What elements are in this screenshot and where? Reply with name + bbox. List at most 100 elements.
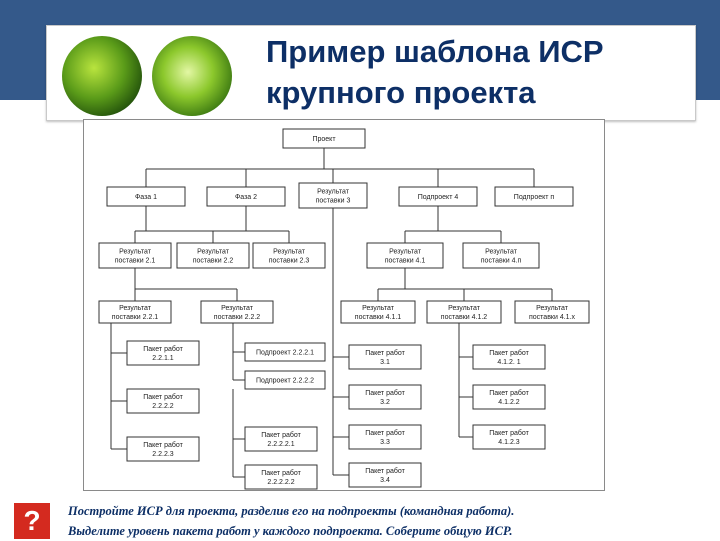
wbs-node-r411: Результат поставки 4.1.1 <box>340 300 416 324</box>
wbs-node-w22221: Пакет работ 2.2.2.2.1 <box>244 426 318 452</box>
wbs-node-label: Результат <box>221 305 254 312</box>
wbs-node-box <box>340 300 416 324</box>
wbs-node-label: Пакет работ <box>365 429 405 437</box>
wbs-node-f2: Фаза 2 <box>206 186 286 207</box>
wbs-node-label: поставки 2.2 <box>193 258 234 265</box>
wbs-node-box <box>244 370 326 390</box>
wbs-node-label: Подпроект 2.2.2.2 <box>256 378 314 385</box>
wbs-node-box <box>98 300 172 324</box>
wbs-node-label: Подпроект п <box>514 194 555 201</box>
wbs-node-r22: Результат поставки 2.2 <box>176 242 250 269</box>
wbs-node-box <box>426 300 502 324</box>
wbs-node-box <box>244 342 326 362</box>
wbs-node-label: 2.2.2.2.2 <box>267 479 294 486</box>
wbs-node-label: Подпроект 2.2.2.1 <box>256 350 314 357</box>
wbs-node-label: Результат <box>362 305 395 312</box>
wbs-node-box <box>348 424 422 450</box>
wbs-node-box <box>298 182 368 209</box>
slide-title-line-2: крупного проекта <box>266 75 536 110</box>
slide-title: Пример шаблона ИСР крупного проекта <box>266 31 604 113</box>
wbs-node-r222: Результат поставки 2.2.2 <box>200 300 274 324</box>
wbs-node-label: 2.2.2.2.1 <box>267 441 294 448</box>
wbs-node-s2222: Подпроект 2.2.2.2 <box>244 370 326 390</box>
wbs-node-label: Пакет работ <box>261 469 301 477</box>
wbs-node-w33: Пакет работ 3.3 <box>348 424 422 450</box>
wbs-node-label: Результат <box>119 305 152 312</box>
wbs-node-label: Пакет работ <box>261 431 301 439</box>
wbs-node-p4: Подпроект 4 <box>398 186 478 207</box>
wbs-node-label: Результат <box>197 249 230 256</box>
wbs-node-label: 4.1.2. 1 <box>497 359 520 366</box>
wbs-node-box <box>494 186 574 207</box>
wbs-node-box <box>200 300 274 324</box>
green-leaf-image <box>62 36 142 116</box>
wbs-node-label: поставки 4.1.х <box>529 314 576 321</box>
wbs-node-label: Результат <box>448 305 481 312</box>
wbs-node-label: 3.2 <box>380 399 390 406</box>
wbs-node-w34: Пакет работ 3.4 <box>348 462 422 488</box>
wbs-node-box <box>348 462 422 488</box>
wbs-node-label: 3.3 <box>380 439 390 446</box>
wbs-node-box <box>472 424 546 450</box>
wbs-node-label: Результат <box>273 249 306 256</box>
wbs-node-label: Пакет работ <box>365 467 405 475</box>
wbs-node-box <box>98 242 172 269</box>
wbs-node-label: Пакет работ <box>489 349 529 357</box>
wbs-node-label: поставки 2.3 <box>269 258 310 265</box>
wbs-node-label: Пакет работ <box>489 429 529 437</box>
wbs-node-label: Фаза 1 <box>135 194 157 201</box>
green-leaf-image <box>152 36 232 116</box>
wbs-node-w31: Пакет работ 3.1 <box>348 344 422 370</box>
wbs-node-label: Проект <box>312 136 336 143</box>
wbs-node-w22222: Пакет работ 2.2.2.2.2 <box>244 464 318 490</box>
wbs-node-box <box>472 344 546 370</box>
wbs-node-box <box>514 300 590 324</box>
wbs-node-label: поставки 4.1 <box>385 258 426 265</box>
wbs-node-label: 2.2.2.3 <box>152 451 174 458</box>
wbs-node-label: 3.1 <box>380 359 390 366</box>
wbs-node-w32: Пакет работ 3.2 <box>348 384 422 410</box>
wbs-node-box <box>126 436 200 462</box>
wbs-node-box <box>244 426 318 452</box>
wbs-node-label: поставки 4.1.1 <box>355 314 402 321</box>
wbs-node-box <box>462 242 540 269</box>
wbs-node-label: 4.1.2.2 <box>498 399 520 406</box>
wbs-node-box <box>244 464 318 490</box>
wbs-node-box <box>472 384 546 410</box>
wbs-node-box <box>348 344 422 370</box>
wbs-node-r412: Результат поставки 4.1.2 <box>426 300 502 324</box>
wbs-node-label: Пакет работ <box>365 349 405 357</box>
wbs-node-box <box>348 384 422 410</box>
wbs-node-label: Пакет работ <box>365 389 405 397</box>
wbs-node-box <box>126 388 200 414</box>
wbs-node-label: поставки 2.2.1 <box>112 314 159 321</box>
wbs-node-label: Результат <box>536 305 569 312</box>
wbs-node-s2221: Подпроект 2.2.2.1 <box>244 342 326 362</box>
wbs-node-label: Результат <box>389 249 422 256</box>
wbs-node-label: Пакет работ <box>489 389 529 397</box>
wbs-node-box <box>282 128 366 149</box>
wbs-node-box <box>176 242 250 269</box>
wbs-node-label: поставки 4.п <box>481 258 522 265</box>
wbs-node-box <box>398 186 478 207</box>
wbs-node-r41x: Результат поставки 4.1.х <box>514 300 590 324</box>
wbs-node-pn: Подпроект п <box>494 186 574 207</box>
wbs-node-box <box>206 186 286 207</box>
wbs-node-f1: Фаза 1 <box>106 186 186 207</box>
wbs-node-box <box>126 340 200 366</box>
wbs-node-label: поставки 3 <box>316 198 351 205</box>
wbs-node-w4122: Пакет работ 4.1.2.2 <box>472 384 546 410</box>
wbs-node-r23: Результат поставки 2.3 <box>252 242 326 269</box>
wbs-node-label: поставки 4.1.2 <box>441 314 488 321</box>
wbs-node-label: 3.4 <box>380 477 390 484</box>
wbs-node-box <box>106 186 186 207</box>
wbs-node-label: поставки 2.2.2 <box>214 314 261 321</box>
wbs-node-root: Проект <box>282 128 366 149</box>
